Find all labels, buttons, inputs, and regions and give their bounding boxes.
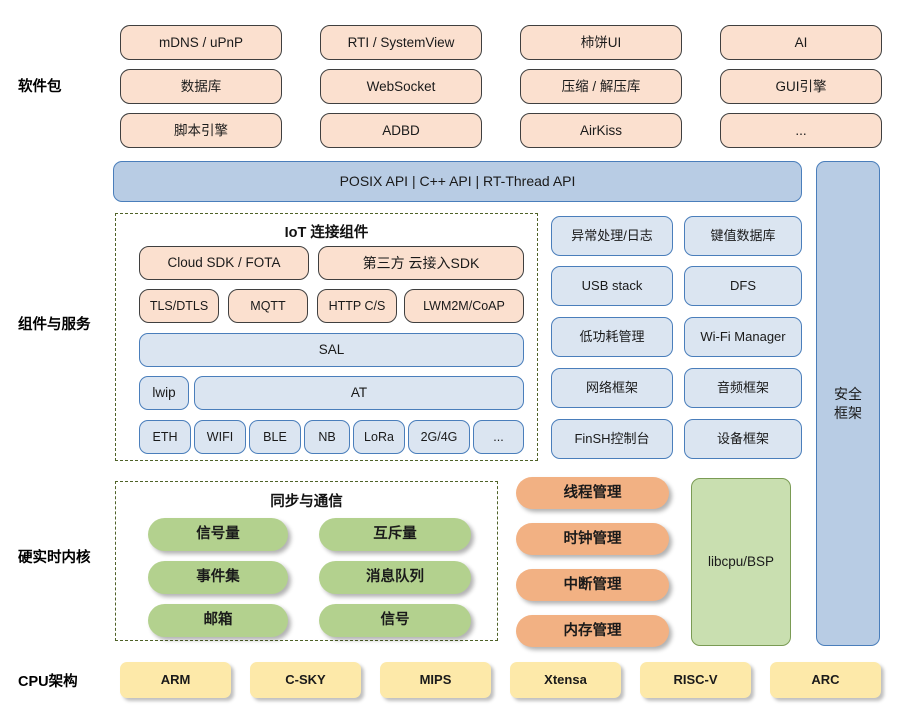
lwip-box[interactable]: lwip xyxy=(139,376,189,410)
package-box[interactable]: AI xyxy=(720,25,882,60)
link-box[interactable]: ... xyxy=(473,420,524,454)
component-box[interactable]: USB stack xyxy=(551,266,673,306)
package-box[interactable]: 脚本引擎 xyxy=(120,113,282,148)
link-box[interactable]: WIFI xyxy=(194,420,246,454)
cpu-arch-box[interactable]: Xtensa xyxy=(510,662,621,698)
package-box[interactable]: AirKiss xyxy=(520,113,682,148)
at-box[interactable]: AT xyxy=(194,376,524,410)
iot-sdk-box[interactable]: Cloud SDK / FOTA xyxy=(139,246,309,280)
row-label-software-packages: 软件包 xyxy=(18,79,62,95)
kernel-management-box[interactable]: 内存管理 xyxy=(516,615,669,647)
link-box[interactable]: NB xyxy=(304,420,350,454)
package-box[interactable]: RTI / SystemView xyxy=(320,25,482,60)
package-box[interactable]: WebSocket xyxy=(320,69,482,104)
row-label-cpu-arch: CPU架构 xyxy=(18,674,78,690)
link-box[interactable]: BLE xyxy=(249,420,301,454)
kernel-management-box[interactable]: 时钟管理 xyxy=(516,523,669,555)
component-box[interactable]: 设备框架 xyxy=(684,419,802,459)
iot-protocol-box[interactable]: LWM2M/CoAP xyxy=(404,289,524,323)
sync-box[interactable]: 信号量 xyxy=(148,518,288,551)
row-label-components-services: 组件与服务 xyxy=(18,317,91,333)
cpu-arch-box[interactable]: C-SKY xyxy=(250,662,361,698)
iot-protocol-box[interactable]: TLS/DTLS xyxy=(139,289,219,323)
package-box[interactable]: 柿饼UI xyxy=(520,25,682,60)
cpu-arch-box[interactable]: ARM xyxy=(120,662,231,698)
cpu-arch-box[interactable]: MIPS xyxy=(380,662,491,698)
component-box[interactable]: Wi-Fi Manager xyxy=(684,317,802,357)
component-box[interactable]: DFS xyxy=(684,266,802,306)
row-label-hard-realtime-kernel: 硬实时内核 xyxy=(18,550,91,566)
sal-box[interactable]: SAL xyxy=(139,333,524,367)
api-bar[interactable]: POSIX API | C++ API | RT-Thread API xyxy=(113,161,802,202)
component-box[interactable]: 异常处理/日志 xyxy=(551,216,673,256)
iot-components-title: IoT 连接组件 xyxy=(284,225,369,241)
cpu-arch-box[interactable]: RISC-V xyxy=(640,662,751,698)
package-box[interactable]: ... xyxy=(720,113,882,148)
package-box[interactable]: 压缩 / 解压库 xyxy=(520,69,682,104)
sync-box[interactable]: 事件集 xyxy=(148,561,288,594)
component-box[interactable]: 音频框架 xyxy=(684,368,802,408)
iot-protocol-box[interactable]: MQTT xyxy=(228,289,308,323)
package-box[interactable]: ADBD xyxy=(320,113,482,148)
iot-protocol-box[interactable]: HTTP C/S xyxy=(317,289,397,323)
link-box[interactable]: LoRa xyxy=(353,420,405,454)
link-box[interactable]: 2G/4G xyxy=(408,420,470,454)
component-box[interactable]: 低功耗管理 xyxy=(551,317,673,357)
package-box[interactable]: mDNS / uPnP xyxy=(120,25,282,60)
package-box[interactable]: GUI引擎 xyxy=(720,69,882,104)
sync-box[interactable]: 消息队列 xyxy=(319,561,471,594)
sync-box[interactable]: 邮箱 xyxy=(148,604,288,637)
component-box[interactable]: 网络框架 xyxy=(551,368,673,408)
cpu-arch-box[interactable]: ARC xyxy=(770,662,881,698)
component-box[interactable]: 键值数据库 xyxy=(684,216,802,256)
security-framework-column[interactable]: 安全 框架 xyxy=(816,161,880,646)
iot-components-frame xyxy=(115,213,538,461)
package-box[interactable]: 数据库 xyxy=(120,69,282,104)
kernel-management-box[interactable]: 中断管理 xyxy=(516,569,669,601)
libcpu-bsp-box[interactable]: libcpu/BSP xyxy=(691,478,791,646)
link-box[interactable]: ETH xyxy=(139,420,191,454)
sync-box[interactable]: 信号 xyxy=(319,604,471,637)
sync-comm-title: 同步与通信 xyxy=(270,494,343,510)
sync-box[interactable]: 互斥量 xyxy=(319,518,471,551)
sync-comm-frame xyxy=(115,481,498,641)
kernel-management-box[interactable]: 线程管理 xyxy=(516,477,669,509)
iot-sdk-box[interactable]: 第三方 云接入SDK xyxy=(318,246,524,280)
component-box[interactable]: FinSH控制台 xyxy=(551,419,673,459)
